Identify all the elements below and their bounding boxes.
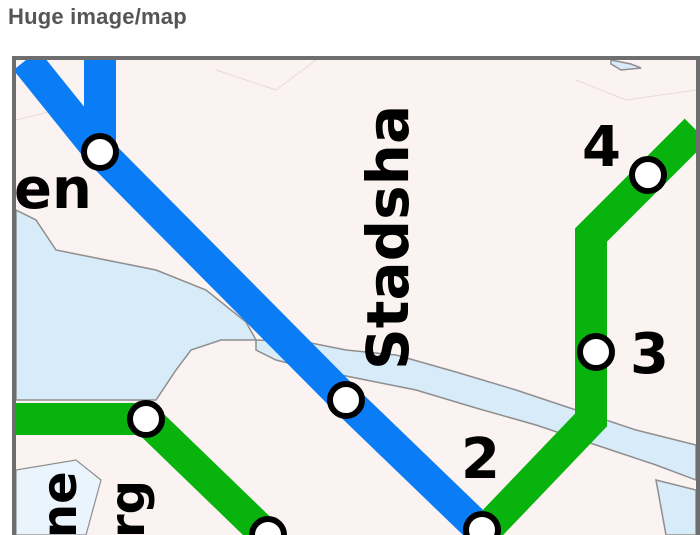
label-district-stadsha: Stadsha [354, 105, 422, 370]
map-canvas[interactable]: en Stadsha 4 3 2 ne rg [16, 60, 696, 535]
label-station-3: 3 [630, 322, 669, 387]
station-blue-mid[interactable] [327, 381, 365, 419]
water-bottom-right [655, 478, 696, 535]
station-green-bottom[interactable] [249, 516, 287, 535]
metro-line-blue[interactable] [16, 60, 498, 535]
label-station-4: 4 [582, 115, 621, 180]
station-blue-top[interactable] [81, 133, 119, 171]
page-title: Huge image/map [8, 4, 187, 29]
station-3[interactable] [577, 333, 615, 371]
pond-top-right [610, 60, 642, 71]
label-partial-en: en [16, 157, 92, 222]
stations[interactable] [81, 133, 667, 535]
station-green-west[interactable] [127, 400, 165, 438]
station-2[interactable] [463, 511, 501, 535]
map-viewport[interactable]: en Stadsha 4 3 2 ne rg [12, 56, 700, 535]
station-4[interactable] [629, 156, 667, 194]
water-bottom-left [16, 459, 102, 535]
label-partial-ne: ne [32, 471, 88, 535]
label-station-2: 2 [461, 427, 500, 492]
water-bodies [16, 60, 696, 535]
lake-west [16, 209, 258, 401]
label-partial-rg: rg [100, 480, 156, 535]
